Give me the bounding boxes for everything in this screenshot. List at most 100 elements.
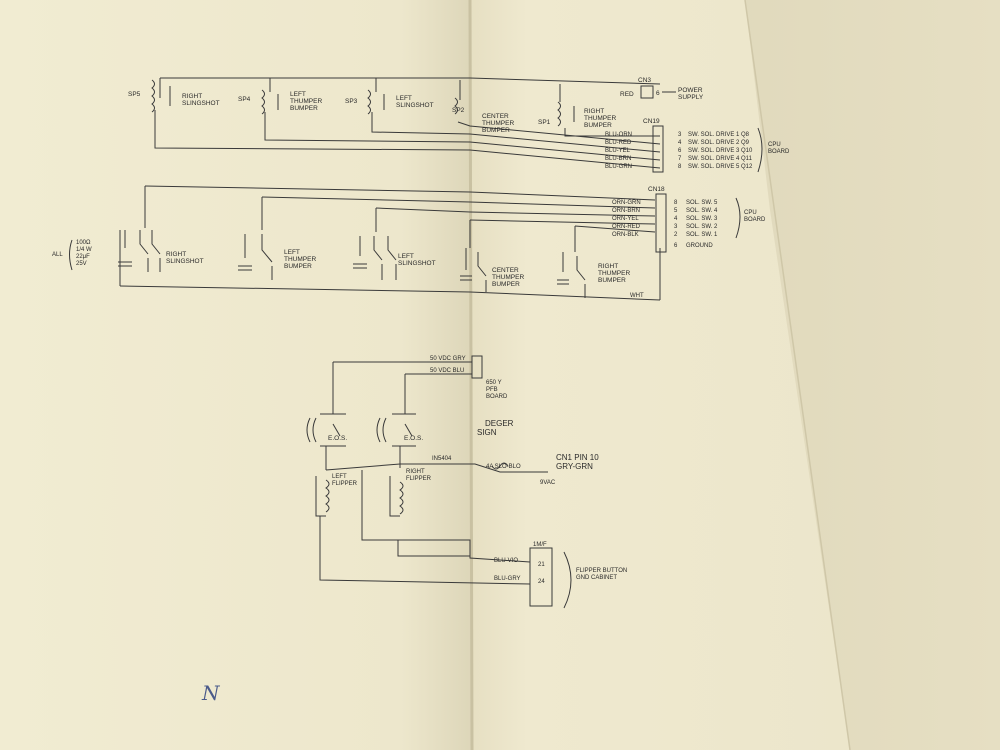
cn19-desc: SW. SOL. DRIVE 5 Q12: [688, 164, 753, 170]
cn18-pin: 4: [674, 216, 678, 222]
switch-section: RIGHT SLINGSHOT LEFT THUMPER BUMPER LEFT…: [52, 185, 766, 301]
cn19-wire: BLU-YEL: [605, 148, 631, 154]
cn19-rows: BLU-ORN BLU-RED BLU-YEL BLU-BRN BLU-GRN …: [605, 132, 753, 170]
cn19-desc: SW. SOL. DRIVE 4 Q11: [688, 156, 753, 162]
all-note-value: 100Ω: [76, 240, 91, 246]
flipper-section: 50 VDC GRY 50 VDC BLU 650 Y PFB BOARD E.…: [306, 355, 627, 609]
board-label: BOARD: [486, 394, 508, 400]
switch-label: RIGHT: [166, 251, 186, 258]
cn18-desc: SOL. SW. 4: [686, 208, 718, 214]
switch-label: SLINGSHOT: [398, 260, 436, 267]
coil-sp1: [557, 101, 575, 127]
cn19-wire: BLU-RED: [605, 140, 632, 146]
cpu-board-label: BOARD: [768, 149, 790, 155]
switch-right-thumper: [557, 252, 586, 298]
solenoid-section: SP5 RIGHT SLINGSHOT SP4 LEFT THUMPER BUM…: [128, 77, 790, 173]
cn18-pin: 3: [674, 224, 678, 230]
cn3-desc: SUPPLY: [678, 94, 704, 101]
switch-label: THUMPER: [492, 274, 524, 281]
coil-sp4: [261, 89, 279, 115]
cn19-connector: [652, 125, 664, 173]
switch-label: SLINGSHOT: [166, 258, 204, 265]
cn3-name: CN3: [638, 77, 651, 84]
cn19-pin: 4: [678, 140, 682, 146]
coil-sp5: [151, 79, 171, 113]
right-flipper-label: RIGHT: [406, 469, 425, 475]
all-note-prefix: ALL: [52, 252, 63, 258]
switch-right-slingshot: [118, 230, 161, 272]
deger-label: SIGN: [477, 428, 497, 437]
switch-label: CENTER: [492, 267, 519, 274]
switch-center-thumper: [460, 248, 487, 292]
eos-right-label: E.O.S.: [404, 435, 423, 442]
coil-label: RIGHT: [182, 93, 202, 100]
supply-label: 50 VDC BLU: [430, 368, 464, 374]
cn18-desc: SOL. SW. 1: [686, 232, 718, 238]
pin-label: 24: [538, 579, 545, 585]
pfb-connector: [471, 355, 483, 379]
cn18-name: CN18: [648, 186, 665, 193]
cn1-label: CN1 PIN 10: [556, 453, 599, 462]
cn18-rows: ORN-GRN ORN-BRN ORN-YEL ORN-RED ORN-BLK …: [612, 200, 718, 249]
cn3-desc: POWER: [678, 87, 703, 94]
flipper-button-label: FLIPPER BUTTON: [576, 568, 627, 574]
cn18-wire: ORN-GRN: [612, 200, 641, 206]
wire-label: BLU-GRY: [494, 576, 521, 582]
coil-sp3: [367, 89, 385, 115]
switch-label: THUMPER: [598, 270, 630, 277]
wire-label: BLU-VIO: [494, 558, 518, 564]
coil-ref: SP5: [128, 91, 141, 98]
coil-label: THUMPER: [584, 115, 616, 122]
right-flipper-label: FLIPPER: [406, 476, 432, 482]
switch-label: BUMPER: [284, 263, 312, 270]
cn18-pin: 5: [674, 208, 678, 214]
coil-label: CENTER: [482, 113, 509, 120]
coil-ref: SP4: [238, 96, 251, 103]
cn1-label: GRY-GRN: [556, 462, 593, 471]
coil-ref: SP1: [538, 119, 551, 126]
flipper-connector: [529, 547, 553, 607]
handwritten-mark: N: [201, 681, 221, 705]
left-flipper-label: FLIPPER: [332, 481, 358, 487]
coil-label: LEFT: [396, 95, 412, 102]
coil-ref: SP3: [345, 98, 358, 105]
cn19-wire: BLU-ORN: [605, 132, 632, 138]
switch-left-thumper: [238, 234, 273, 280]
cpu-board-label: CPU: [744, 210, 757, 216]
fuse-label: 4A SLO-BLO: [486, 464, 521, 470]
coil-ref: SP2: [452, 107, 465, 114]
cn3-pin: 6: [656, 90, 660, 97]
cn3-connector: [640, 85, 654, 99]
cpu-board-label: BOARD: [744, 217, 766, 223]
all-note-value: 1/4 W: [76, 247, 92, 253]
coil-label: THUMPER: [290, 98, 322, 105]
wht-label: WHT: [630, 293, 644, 299]
cn19-pin: 8: [678, 164, 682, 170]
all-note-value: 22μF: [76, 254, 90, 260]
coil-label: BUMPER: [290, 105, 318, 112]
deger-label: DEGER: [485, 419, 514, 428]
switch-label: BUMPER: [598, 277, 626, 284]
board-label: 650 Y: [486, 380, 502, 386]
switch-label: RIGHT: [598, 263, 618, 270]
board-label: PFB: [486, 387, 498, 393]
coil-label: THUMPER: [482, 120, 514, 127]
cn19-desc: SW. SOL. DRIVE 3 Q10: [688, 148, 753, 154]
switch-label: THUMPER: [284, 256, 316, 263]
cn18-wire: ORN-BLK: [612, 232, 639, 238]
cn18-desc: SOL. SW. 5: [686, 200, 718, 206]
cn18-pin: 8: [674, 200, 678, 206]
supply-label: 50 VDC GRY: [430, 356, 466, 362]
eos-left-label: E.O.S.: [328, 435, 347, 442]
flipper-button-label: GND CABINET: [576, 575, 617, 581]
coil-label: SLINGSHOT: [182, 100, 220, 107]
switch-left-slingshot: [353, 236, 397, 280]
cn18-pin: 2: [674, 232, 678, 238]
cn19-wire: BLU-BRN: [605, 156, 631, 162]
cn19-pin: 7: [678, 156, 682, 162]
switch-label: BUMPER: [492, 281, 520, 288]
connector-label: 1M/F: [533, 542, 547, 548]
cn18-desc: GROUND: [686, 243, 713, 249]
diode-label: IN5404: [432, 456, 452, 462]
